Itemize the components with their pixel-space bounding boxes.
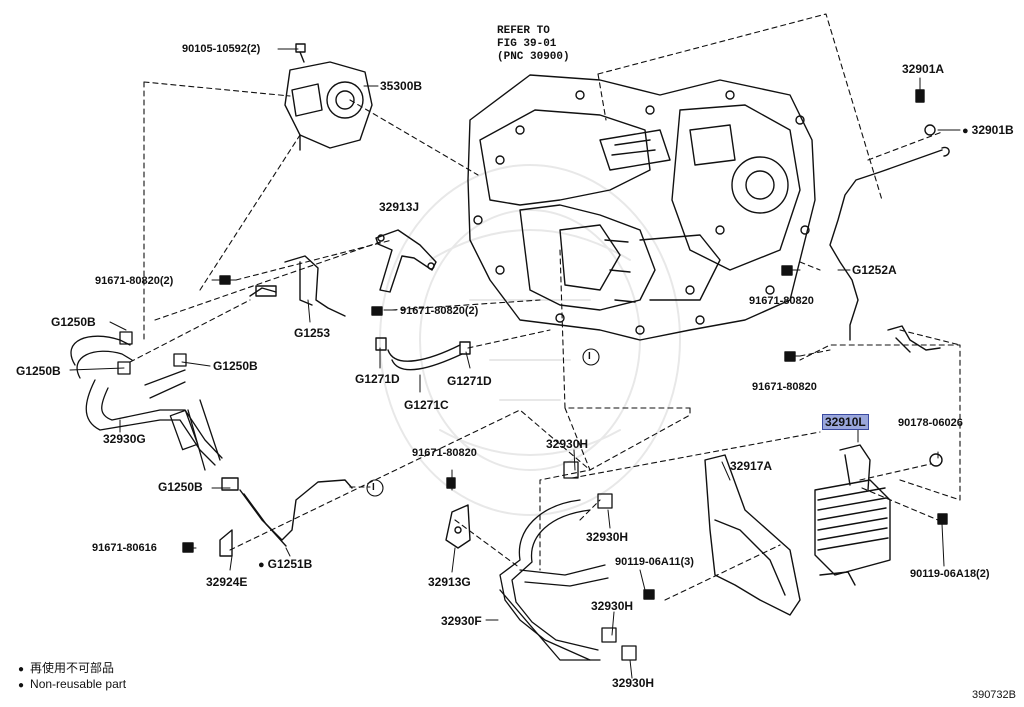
label-32910l-highlighted[interactable]: 32910L — [822, 414, 869, 430]
watermark-emblem — [380, 165, 680, 515]
legend-cn-text: 再使用不可部品 — [30, 661, 115, 675]
label-32917a[interactable]: 32917A — [730, 459, 773, 473]
refer-line-1: REFER TO — [497, 25, 550, 37]
label-32913g[interactable]: 32913G — [428, 575, 471, 589]
label-g1250b-2[interactable]: G1250B — [16, 364, 61, 378]
label-90105-10592[interactable]: 90105-10592(2) — [182, 43, 261, 55]
label-32901b[interactable]: 32901B — [962, 123, 1014, 138]
label-32913j[interactable]: 32913J — [379, 200, 420, 214]
legend-bullet-icon: ● — [18, 664, 25, 675]
label-32930h-2[interactable]: 32930H — [586, 530, 629, 544]
solid-leaders — [70, 49, 960, 678]
circle-i-markers — [367, 349, 599, 496]
circle-i-label-2: I — [372, 482, 375, 493]
label-91671-80820-center[interactable]: 91671-80820 — [412, 447, 477, 459]
label-90119-06a18[interactable]: 90119-06A18(2) — [910, 568, 990, 580]
label-32930g[interactable]: 32930G — [103, 432, 146, 446]
figure-code: 390732B — [971, 689, 1016, 701]
dashed-leaders — [130, 14, 960, 600]
label-g1271d-1[interactable]: G1271D — [355, 372, 400, 386]
label-91671-80820-right-2[interactable]: 91671-80820 — [752, 381, 817, 393]
label-91671-80616[interactable]: 91671-80616 — [92, 542, 157, 554]
circle-i-label-1: I — [588, 351, 591, 362]
refer-line-2: FIG 39-01 — [497, 38, 557, 50]
line-g1252a — [830, 147, 949, 352]
oil-cooler-32910l — [815, 445, 890, 585]
label-g1252a[interactable]: G1252A — [852, 263, 897, 277]
legend-bullet-icon: ● — [18, 680, 25, 691]
hose-32930f — [500, 462, 636, 660]
oil-pump-part — [285, 44, 372, 150]
label-32901a[interactable]: 32901A — [902, 62, 945, 76]
label-32930h-4[interactable]: 32930H — [612, 676, 655, 690]
line-g1251b — [220, 478, 352, 556]
label-g1250b-1[interactable]: G1250B — [51, 315, 96, 329]
label-g1271d-2[interactable]: G1271D — [447, 374, 492, 388]
hose-g1271c — [376, 338, 470, 370]
legend-en-text: Non-reusable part — [30, 677, 127, 691]
cover-32917a — [705, 455, 800, 615]
refer-line-3: (PNC 30900) — [497, 51, 570, 63]
label-90119-06a11[interactable]: 90119-06A11(3) — [615, 556, 694, 568]
label-g1251b[interactable]: G1251B — [258, 557, 313, 572]
label-91671-80820-2-center[interactable]: 91671-80820(2) — [400, 305, 479, 317]
label-g1271c[interactable]: G1271C — [404, 398, 449, 412]
label-35300b[interactable]: 35300B — [380, 79, 423, 93]
refer-to-note: REFER TO FIG 39-01 (PNC 30900) — [497, 25, 570, 64]
legend-en: ● Non-reusable part — [18, 677, 126, 691]
label-32924e[interactable]: 32924E — [206, 575, 248, 589]
legend-cn: ● 再使用不可部品 — [18, 659, 114, 676]
label-91671-80820-2-left[interactable]: 91671-80820(2) — [95, 275, 174, 287]
bracket-32913g — [446, 505, 470, 548]
label-32930f[interactable]: 32930F — [441, 614, 482, 628]
label-g1250b-4[interactable]: G1250B — [158, 480, 203, 494]
label-g1253[interactable]: G1253 — [294, 326, 331, 340]
label-91671-80820-right-1[interactable]: 91671-80820 — [749, 295, 814, 307]
label-32930h-3[interactable]: 32930H — [591, 599, 634, 613]
label-g1250b-3[interactable]: G1250B — [213, 359, 258, 373]
transaxle-housing — [468, 75, 815, 340]
hose-32930g — [71, 332, 222, 470]
label-32930h-1[interactable]: 32930H — [546, 437, 589, 451]
label-90178-06026[interactable]: 90178-06026 — [898, 417, 963, 429]
